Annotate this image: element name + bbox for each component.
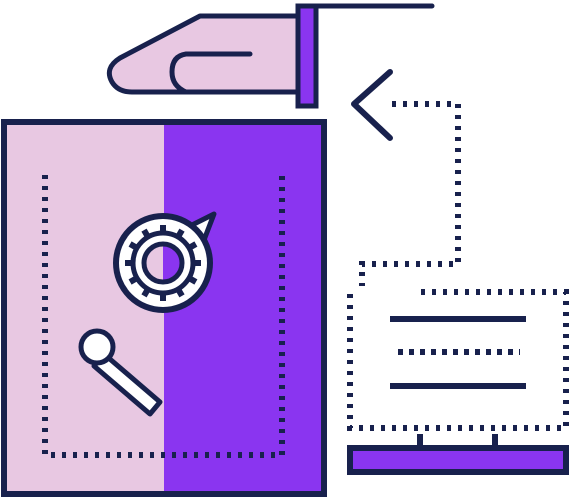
hand-icon <box>106 3 435 109</box>
safe-right-panel <box>164 122 324 494</box>
document-lines-icon <box>390 316 526 389</box>
safe-handle-icon <box>78 328 163 417</box>
dotted-path-connector <box>359 101 461 286</box>
hand-thumb <box>169 51 253 95</box>
safe-left-panel <box>4 122 164 494</box>
monitor-icon <box>347 289 569 475</box>
dial-center <box>141 241 185 285</box>
safe-icon <box>1 119 327 497</box>
monitor-base <box>347 445 569 475</box>
hand-cuff <box>295 3 319 109</box>
handle-knob <box>78 328 116 366</box>
safe-outline <box>1 119 327 497</box>
combination-dial-icon <box>113 211 217 313</box>
back-arrow-icon <box>351 69 393 141</box>
monitor-screen-dotted-outline <box>347 289 569 431</box>
safe-door-dotted-outline <box>42 175 285 458</box>
